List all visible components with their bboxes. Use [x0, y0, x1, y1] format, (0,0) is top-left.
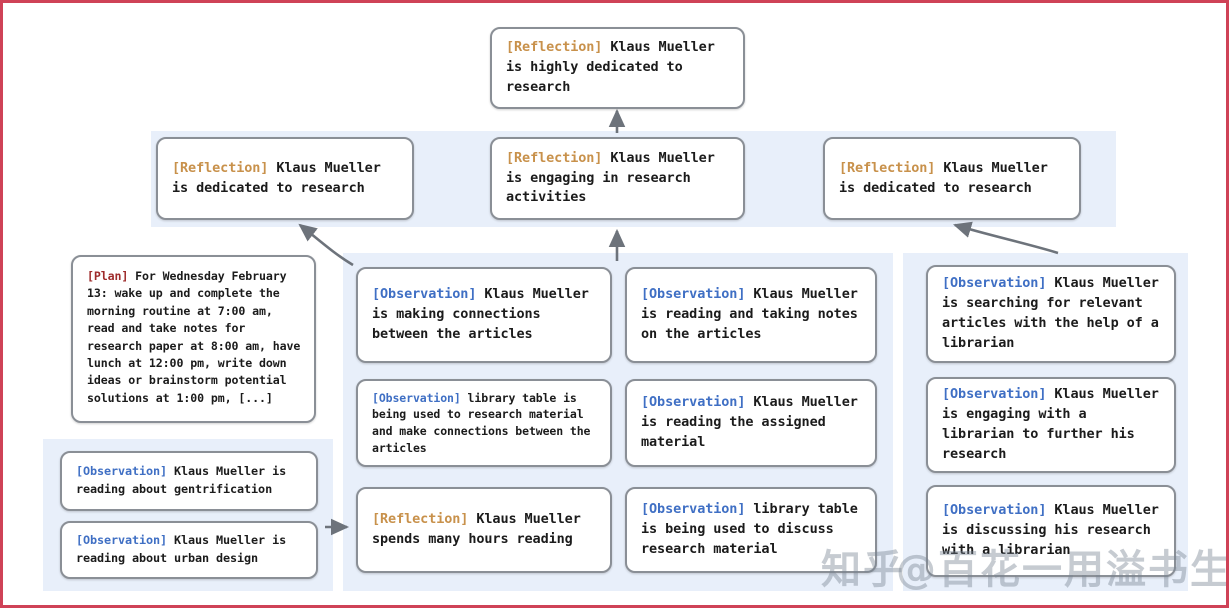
node-colB-observation-2[interactable]: [Observation] Klaus Mueller is reading t…: [625, 379, 877, 467]
node-plan[interactable]: [Plan] For Wednesday February 13: wake u…: [71, 255, 316, 423]
node-text: Klaus Mueller is reading about urban des…: [76, 533, 294, 565]
node-text: Klaus Mueller is reading and taking note…: [641, 286, 866, 342]
node-reflection-right[interactable]: [Reflection] Klaus Mueller is dedicated …: [823, 137, 1081, 220]
node-reflection-middle[interactable]: [Reflection] Klaus Mueller is engaging i…: [490, 137, 745, 220]
tag-observation: [Observation]: [942, 386, 1047, 403]
node-text: Klaus Mueller is reading about gentrific…: [76, 464, 294, 496]
node-reflection-left[interactable]: [Reflection] Klaus Mueller is dedicated …: [156, 137, 414, 220]
tag-observation: [Observation]: [76, 533, 168, 548]
node-root-text: Klaus Mueller is highly dedicated to res…: [506, 39, 723, 95]
node-colC-observation-1[interactable]: [Observation] Klaus Mueller is searching…: [926, 265, 1176, 363]
arrow-colC-to-reflection-right: [953, 221, 1059, 255]
tag-reflection: [Reflection]: [839, 159, 936, 176]
watermark-logo: 知乎: [821, 547, 905, 593]
watermark-handle: @百花一用溢书生: [896, 547, 1229, 593]
node-left-observation-1[interactable]: [Observation] Klaus Mueller is reading a…: [60, 451, 318, 511]
node-text: Klaus Mueller is reading the assigned ma…: [641, 394, 866, 450]
tag-reflection: [Reflection]: [506, 39, 603, 56]
tag-observation: [Observation]: [942, 275, 1047, 292]
node-colB-observation-3[interactable]: [Observation] library table is being use…: [625, 487, 877, 573]
tag-reflection: [Reflection]: [172, 159, 269, 176]
tag-reflection: [Reflection]: [506, 149, 603, 166]
tag-observation: [Observation]: [942, 502, 1047, 519]
tag-observation: [Observation]: [641, 394, 746, 411]
tag-observation: [Observation]: [641, 286, 746, 303]
node-colC-observation-3[interactable]: [Observation] Klaus Mueller is discussin…: [926, 485, 1176, 577]
node-colC-observation-2[interactable]: [Observation] Klaus Mueller is engaging …: [926, 377, 1176, 473]
node-text: library table is being used to research …: [372, 390, 598, 455]
tag-observation: [Observation]: [372, 390, 461, 405]
tag-observation: [Observation]: [76, 464, 168, 479]
node-text: library table is being used to discuss r…: [641, 501, 866, 557]
node-colA-observation-1[interactable]: [Observation] Klaus Mueller is making co…: [356, 267, 612, 363]
node-text: Klaus Mueller is engaging in research ac…: [506, 149, 723, 206]
node-colA-observation-2[interactable]: [Observation] library table is being use…: [356, 379, 612, 467]
tag-observation: [Observation]: [372, 286, 477, 303]
node-colB-observation-1[interactable]: [Observation] Klaus Mueller is reading a…: [625, 267, 877, 363]
tag-observation: [Observation]: [641, 501, 746, 518]
node-text: Klaus Mueller is making connections betw…: [372, 286, 597, 342]
node-text: Klaus Mueller is discussing his research…: [942, 502, 1167, 558]
tag-reflection: [Reflection]: [372, 511, 469, 528]
node-root-reflection[interactable]: [Reflection] Klaus Mueller is highly ded…: [490, 27, 745, 109]
tag-plan: [Plan]: [87, 269, 129, 283]
node-left-observation-2[interactable]: [Observation] Klaus Mueller is reading a…: [60, 521, 318, 579]
node-text: Klaus Mueller is searching for relevant …: [942, 275, 1167, 351]
node-text: Klaus Mueller is dedicated to research: [839, 159, 1056, 196]
node-plan-text: For Wednesday February 13: wake up and c…: [87, 269, 308, 405]
node-text: Klaus Mueller is dedicated to research: [172, 159, 389, 196]
node-colA-reflection[interactable]: [Reflection] Klaus Mueller spends many h…: [356, 487, 612, 573]
node-text: Klaus Mueller spends many hours reading: [372, 511, 589, 547]
node-text: Klaus Mueller is engaging with a librari…: [942, 386, 1167, 462]
